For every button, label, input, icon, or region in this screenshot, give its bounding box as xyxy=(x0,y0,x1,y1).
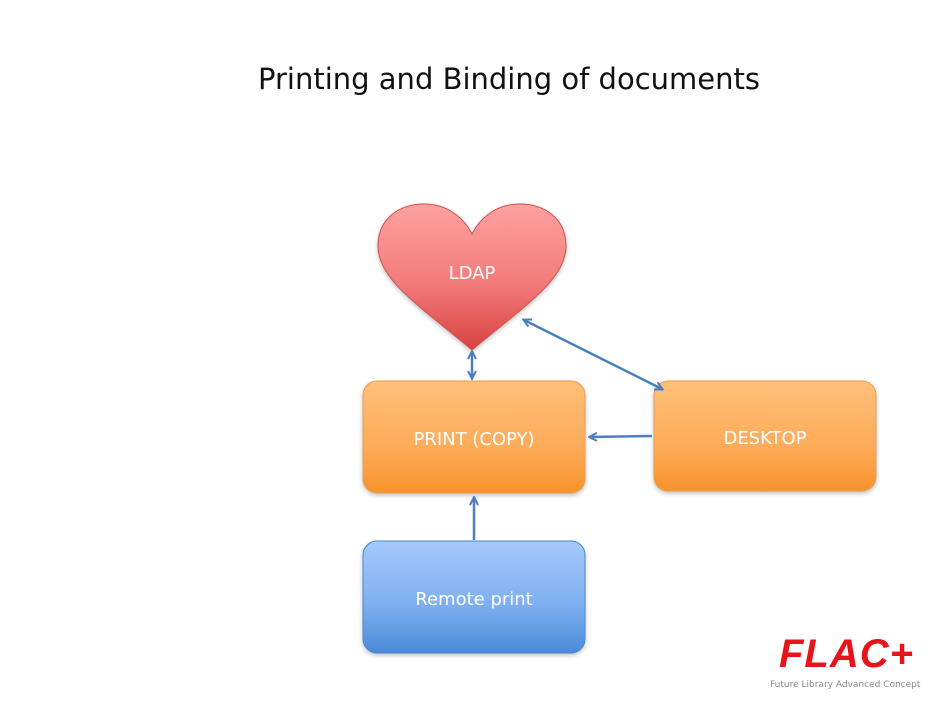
arrow-desktop-print xyxy=(590,436,653,437)
ldap-node xyxy=(377,203,567,351)
arrow-ldap-desktop xyxy=(524,320,662,389)
ldap-label: LDAP xyxy=(448,262,496,284)
desktop-node xyxy=(653,380,877,492)
print-copy-label: PRINT (COPY) xyxy=(413,428,535,450)
remote-print-label: Remote print xyxy=(415,588,533,610)
print-copy-node xyxy=(362,380,586,494)
flac-logo-tagline: Future Library Advanced Concept xyxy=(770,680,921,690)
slide-title: Printing and Binding of documents xyxy=(258,62,760,96)
remote-print-node xyxy=(362,540,586,654)
flac-logo: FLAC+ xyxy=(779,632,914,676)
desktop-label: DESKTOP xyxy=(723,427,807,449)
